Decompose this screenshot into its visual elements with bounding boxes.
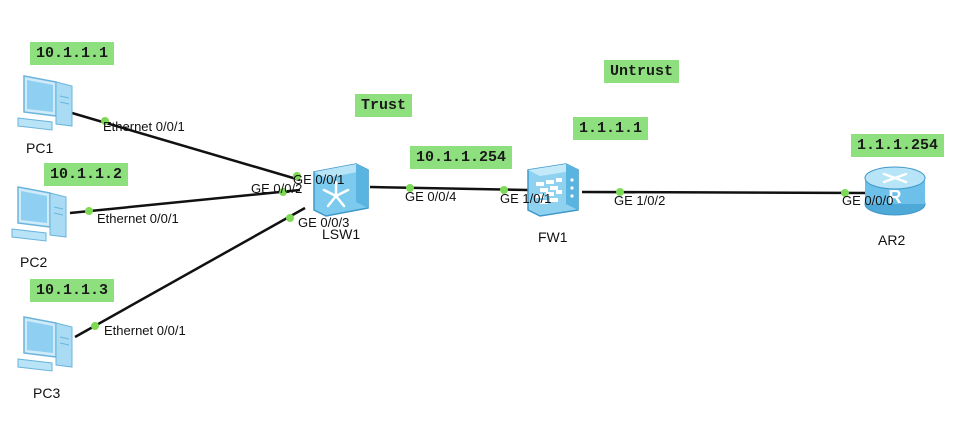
pc2-label: PC2 bbox=[20, 254, 48, 270]
pc3-port-label: Ethernet 0/0/1 bbox=[104, 323, 186, 338]
pc1-device[interactable] bbox=[12, 72, 78, 134]
pc3-ip-tag: 10.1.1.3 bbox=[30, 279, 115, 302]
pc2-device[interactable] bbox=[6, 183, 72, 245]
pc-icon bbox=[17, 75, 73, 131]
port-dot-pc2 bbox=[85, 207, 93, 215]
lsw1-port-ge002: GE 0/0/2 bbox=[251, 181, 303, 196]
fw1-label: FW1 bbox=[538, 229, 568, 245]
pc3-device[interactable] bbox=[12, 313, 78, 375]
port-dot-lsw1-ge001 bbox=[293, 172, 301, 180]
zone-untrust-tag: Untrust bbox=[604, 60, 680, 83]
pc2-ip-tag: 10.1.1.2 bbox=[44, 163, 129, 186]
fw1-port-ge101: GE 1/0/1 bbox=[500, 191, 552, 206]
pc2-port-label: Ethernet 0/0/1 bbox=[97, 211, 179, 226]
pc-icon bbox=[17, 316, 73, 372]
port-dot-fw1-ge101 bbox=[500, 186, 508, 194]
pc1-label: PC1 bbox=[26, 140, 54, 156]
router-icon: R bbox=[864, 166, 926, 216]
switch-icon bbox=[313, 163, 369, 217]
port-dot-lsw1-ge002 bbox=[279, 188, 287, 196]
ar2-label: AR2 bbox=[878, 232, 906, 248]
port-dot-ar2-ge000 bbox=[841, 189, 849, 197]
lsw1-port-ge004: GE 0/0/4 bbox=[405, 189, 457, 204]
lsw1-port-ge001: GE 0/0/1 bbox=[293, 172, 345, 187]
link-fw1-ar2[interactable] bbox=[581, 190, 871, 195]
link-pc3-lsw1[interactable] bbox=[74, 206, 306, 339]
link-pc2-lsw1[interactable] bbox=[69, 188, 301, 215]
lsw1-port-ge003: GE 0/0/3 bbox=[298, 215, 350, 230]
pc3-label: PC3 bbox=[33, 385, 61, 401]
firewall-icon bbox=[527, 163, 579, 217]
port-dot-fw1-ge102 bbox=[616, 188, 624, 196]
lsw1-device[interactable] bbox=[306, 158, 374, 220]
fw1-trust-ip-tag: 10.1.1.254 bbox=[410, 146, 513, 169]
ar2-port-ge000: GE 0/0/0 bbox=[842, 193, 894, 208]
ar2-device[interactable]: R bbox=[860, 160, 930, 220]
zone-trust-tag: Trust bbox=[355, 94, 413, 117]
pc-icon bbox=[11, 186, 67, 242]
port-dot-lsw1-ge003 bbox=[286, 214, 294, 222]
lsw1-label: LSW1 bbox=[322, 226, 361, 242]
link-pc1-lsw1[interactable] bbox=[71, 111, 301, 182]
fw1-untrust-ip-tag: 1.1.1.1 bbox=[573, 117, 649, 140]
fw1-port-ge102: GE 1/0/2 bbox=[614, 193, 666, 208]
fw1-device[interactable] bbox=[522, 160, 584, 222]
pc1-port-label: Ethernet 0/0/1 bbox=[103, 119, 185, 134]
svg-text:R: R bbox=[889, 187, 902, 207]
ar2-ip-tag: 1.1.1.254 bbox=[851, 134, 945, 157]
port-dot-pc3 bbox=[91, 322, 99, 330]
port-dot-pc1 bbox=[101, 117, 109, 125]
pc1-ip-tag: 10.1.1.1 bbox=[30, 42, 115, 65]
port-dot-lsw1-ge004 bbox=[406, 184, 414, 192]
